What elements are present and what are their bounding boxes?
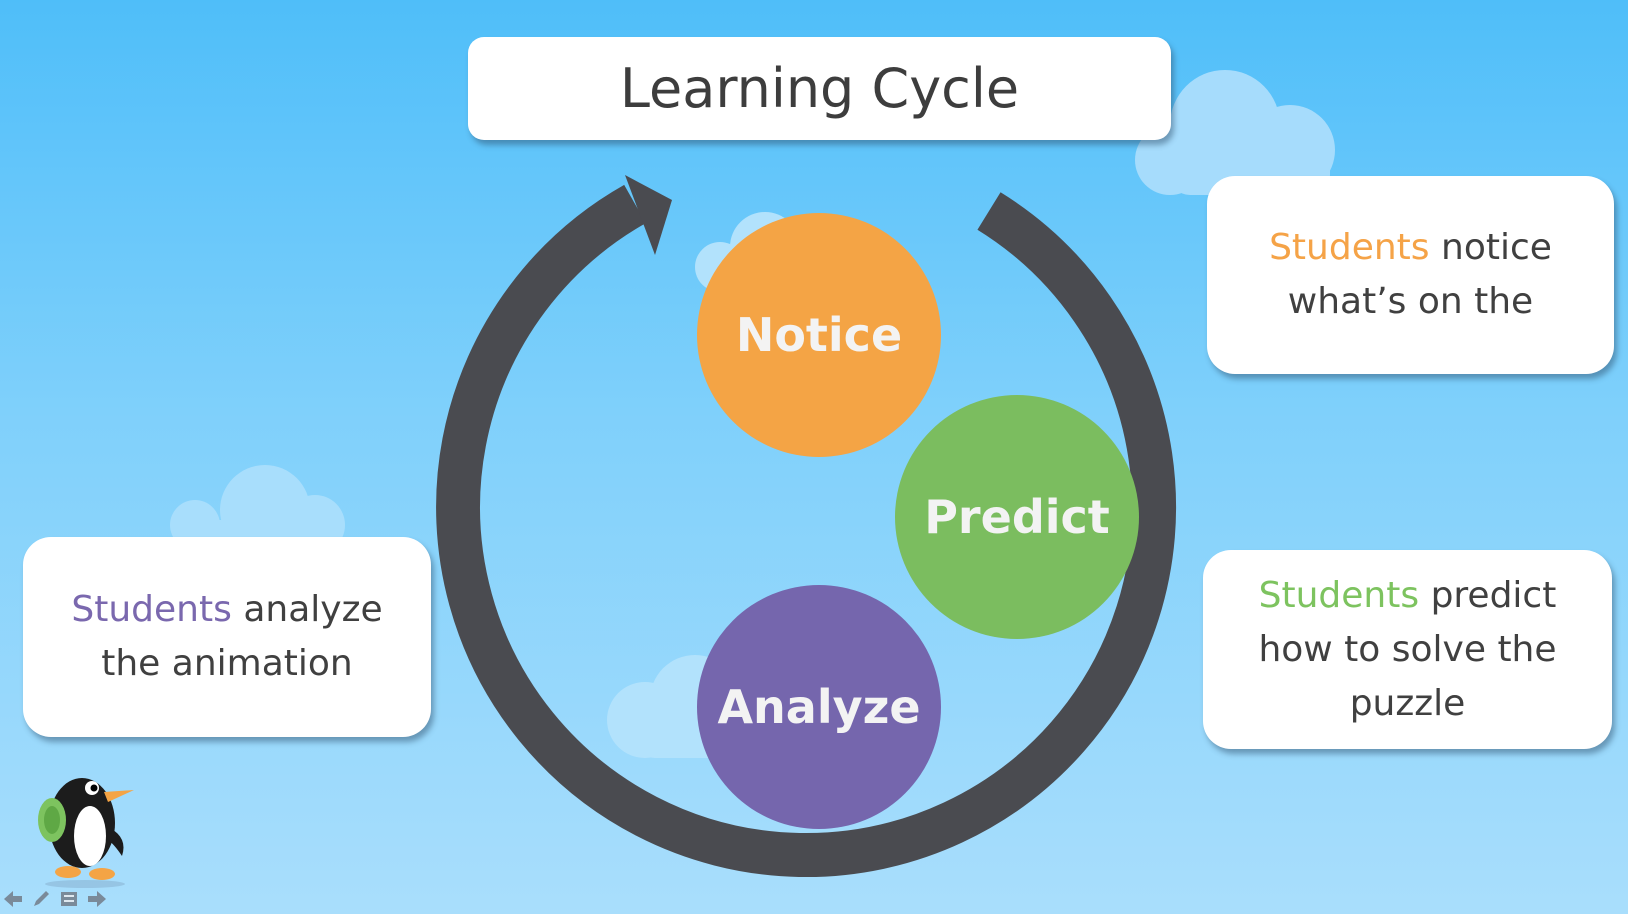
predict-card-rest: predict how to solve the puzzle: [1258, 574, 1557, 724]
menu-icon[interactable]: [58, 888, 80, 910]
penguin-mascot: [38, 778, 134, 888]
analyze-label: Analyze: [717, 680, 921, 734]
notice-card-highlight: Students: [1269, 227, 1430, 268]
analyze-circle: Analyze: [697, 585, 941, 829]
notice-card-text: Students notice what’s on the: [1237, 221, 1584, 329]
predict-card-text: Students predict how to solve the puzzle: [1225, 569, 1590, 731]
predict-circle: Predict: [895, 395, 1139, 639]
cloud-icon: [1135, 70, 1335, 195]
page-title: Learning Cycle: [468, 37, 1171, 140]
notice-label: Notice: [735, 308, 903, 362]
analyze-card-highlight: Students: [71, 589, 232, 630]
predict-card-highlight: Students: [1258, 574, 1420, 616]
notice-circle: Notice: [697, 213, 941, 457]
analyze-card-text: Students analyze the animation: [49, 583, 405, 691]
predict-card: Students predict how to solve the puzzle: [1203, 550, 1612, 749]
slide-nav: [2, 888, 108, 910]
analyze-card: Students analyze the animation: [23, 537, 431, 737]
back-arrow-icon[interactable]: [2, 888, 24, 910]
notice-card: Students notice what’s on the: [1207, 176, 1614, 374]
analyze-card-rest: analyze the animation: [101, 589, 383, 684]
forward-arrow-icon[interactable]: [86, 888, 108, 910]
notice-card-rest: notice what’s on the: [1287, 227, 1552, 322]
pen-icon[interactable]: [30, 888, 52, 910]
predict-label: Predict: [924, 490, 1110, 544]
